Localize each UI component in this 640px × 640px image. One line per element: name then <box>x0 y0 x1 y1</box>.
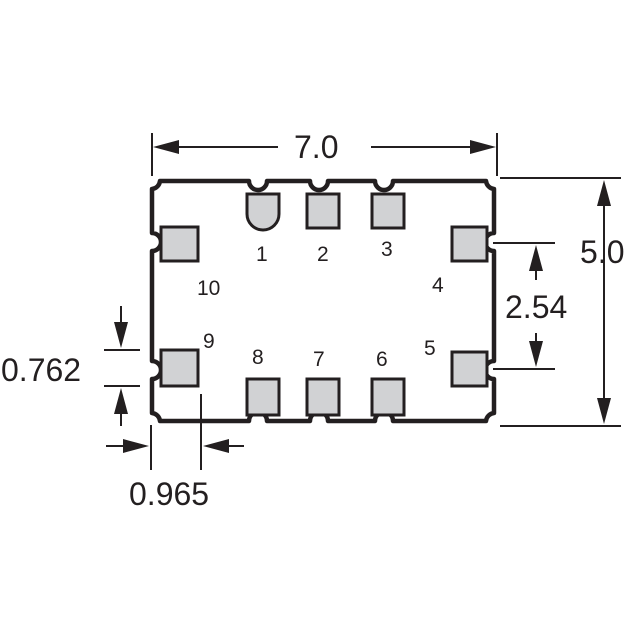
pitch-label: 2.54 <box>505 289 567 325</box>
pad-8 <box>245 377 281 417</box>
pad-offset-label: 0.965 <box>129 476 209 512</box>
pin-label-9: 9 <box>203 330 215 353</box>
pin-label-4: 4 <box>432 274 444 297</box>
pad-height-dimension: 0.762 <box>1 306 140 426</box>
pad-6 <box>370 377 406 417</box>
height-label: 5.0 <box>580 234 624 270</box>
pad-2 <box>305 192 341 230</box>
pin-label-7: 7 <box>313 348 325 371</box>
width-label: 7.0 <box>294 129 338 165</box>
pin-label-1: 1 <box>256 243 268 266</box>
pin-label-5: 5 <box>424 337 436 360</box>
arrow-left <box>153 140 179 154</box>
pad-5 <box>450 350 489 388</box>
arrow-up <box>597 180 611 206</box>
pin-label-3: 3 <box>381 238 393 261</box>
pad-offset-dimension: 0.965 <box>106 394 244 512</box>
pad-3 <box>370 192 406 230</box>
arrow-down <box>529 341 543 367</box>
pad-9 <box>159 348 200 388</box>
width-dimension: 7.0 <box>151 129 498 176</box>
arrow-right <box>123 439 149 453</box>
arrow-down <box>597 398 611 424</box>
height-dimension: 5.0 <box>500 177 624 427</box>
arrow-up <box>529 245 543 271</box>
pad-4 <box>450 225 489 263</box>
arrow-down <box>114 322 128 348</box>
arrow-left <box>203 439 229 453</box>
pin-label-6: 6 <box>376 348 388 371</box>
pad-7 <box>305 377 341 417</box>
arrow-up <box>114 388 128 414</box>
pin-label-10: 10 <box>197 277 220 300</box>
pin-label-2: 2 <box>317 243 329 266</box>
pitch-dimension: 2.54 <box>493 242 567 370</box>
arrow-right <box>470 140 496 154</box>
pad-1 <box>245 192 281 232</box>
pad-height-label: 0.762 <box>1 352 81 388</box>
pin-label-8: 8 <box>252 346 264 369</box>
pad-10 <box>159 225 200 263</box>
